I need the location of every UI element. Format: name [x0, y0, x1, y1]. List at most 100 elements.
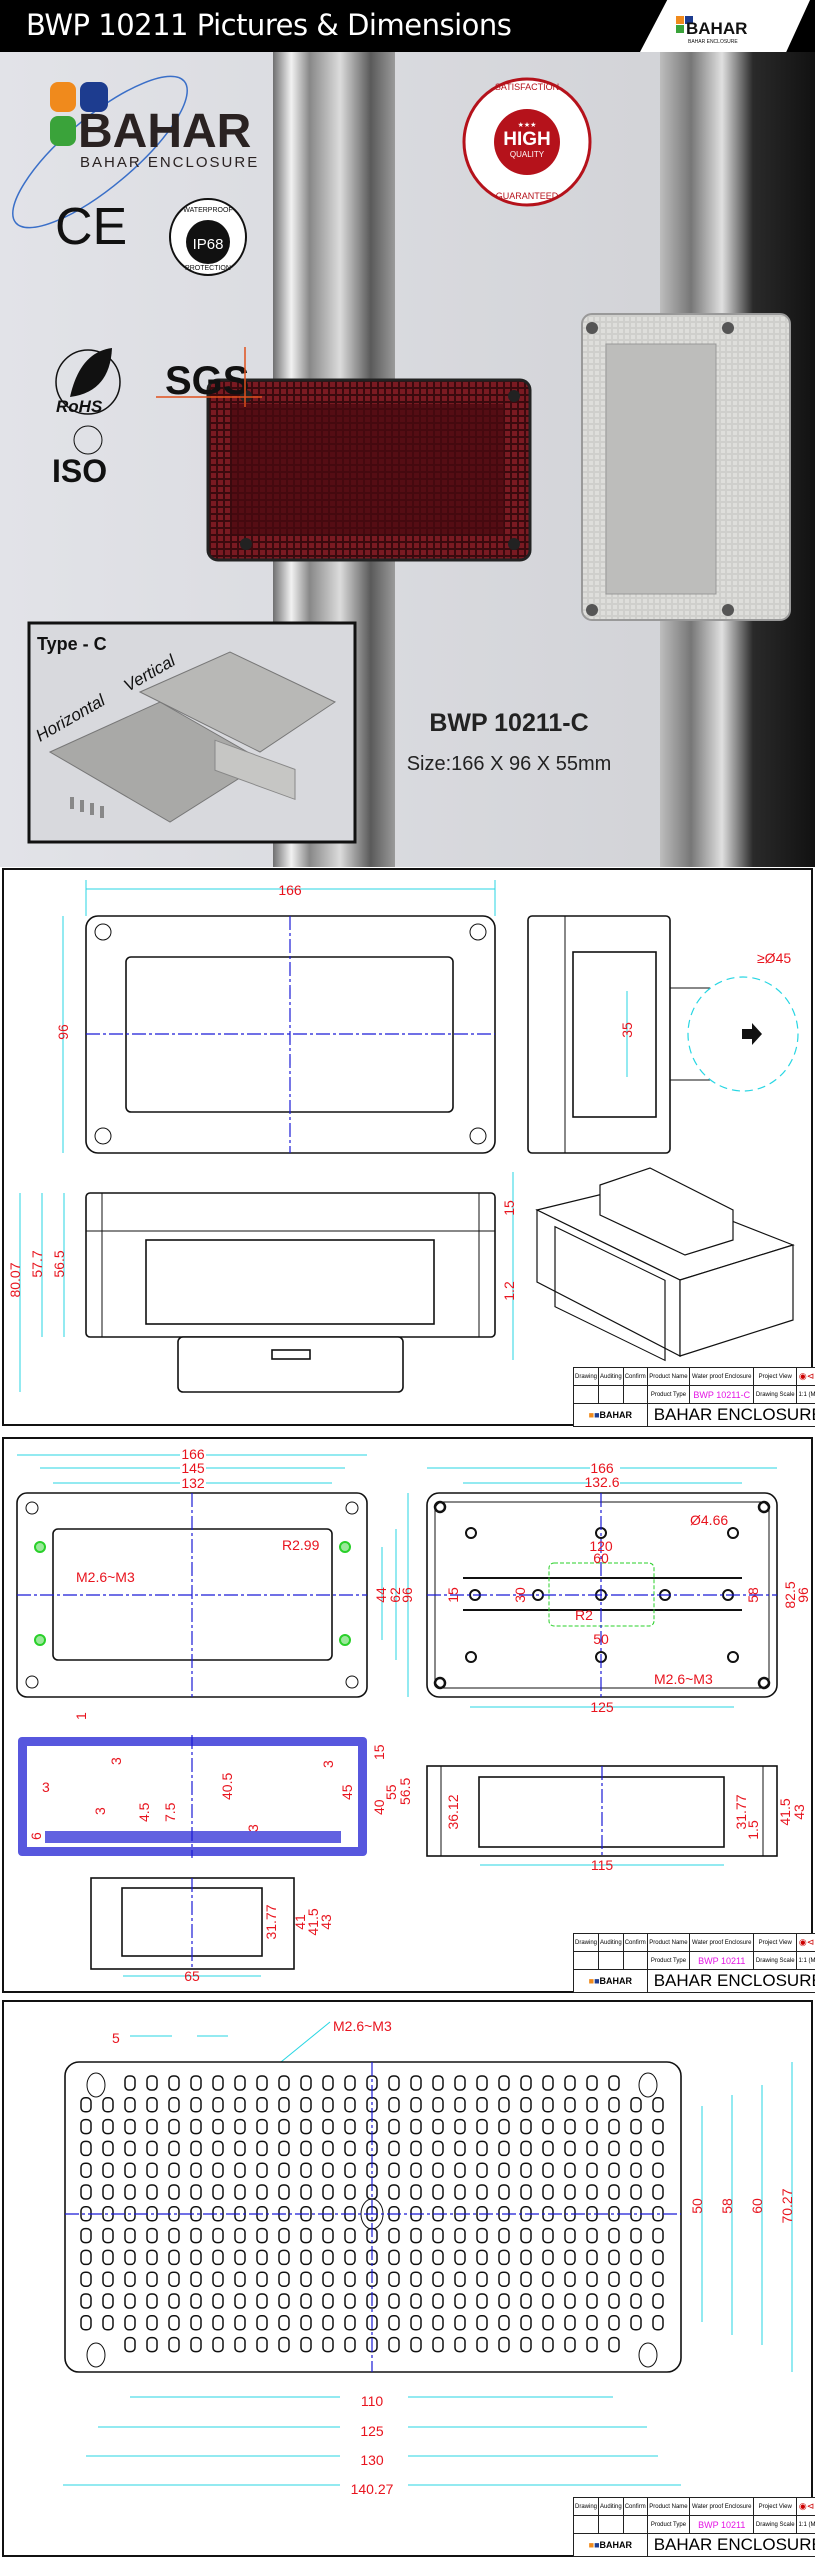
vent-hole: [432, 2097, 444, 2113]
vent-hole: [256, 2249, 268, 2266]
vent-hole: [454, 2315, 466, 2331]
tb-drawing: Drawing: [572, 2497, 600, 2516]
svg-text:RoHS: RoHS: [56, 397, 103, 416]
vent-hole: [608, 2140, 620, 2157]
vent-hole: [256, 2227, 268, 2244]
vent-hole: [300, 2293, 312, 2309]
vent-hole: [146, 2184, 158, 2200]
vent-hole-grid: [80, 2075, 664, 2353]
projection-symbol-icon: ◉⊲: [796, 2497, 815, 2516]
svg-text:41.5: 41.5: [777, 1798, 793, 1825]
vent-hole: [388, 2249, 400, 2266]
vent-hole: [80, 2162, 92, 2178]
vent-hole: [256, 2336, 268, 2353]
vent-hole: [608, 2315, 620, 2331]
front-view: 166 96: [55, 880, 496, 1154]
vent-hole: [124, 2184, 136, 2200]
vent-hole: [256, 2097, 268, 2113]
vent-hole: [410, 2271, 422, 2287]
vent-hole: [102, 2227, 114, 2244]
vent-hole: [344, 2140, 356, 2157]
vent-hole: [608, 2227, 620, 2244]
header-logo: BAHAR BAHAR ENCLOSURE: [640, 0, 810, 52]
vent-hole: [300, 2336, 312, 2353]
svg-text:44: 44: [373, 1587, 389, 1603]
vent-hole: [80, 2184, 92, 2200]
vent-hole: [234, 2336, 246, 2353]
arrow-right-icon: [742, 1023, 762, 1045]
vent-hole: [146, 2118, 158, 2135]
vent-hole: [168, 2249, 180, 2266]
vent-hole: [278, 2075, 290, 2091]
svg-text:62: 62: [387, 1587, 403, 1603]
vent-hole: [498, 2315, 510, 2331]
vent-hole: [498, 2227, 510, 2244]
vent-hole: [608, 2075, 620, 2091]
vent-hole: [256, 2293, 268, 2309]
vent-hole: [124, 2118, 136, 2135]
vent-hole: [168, 2097, 180, 2113]
svg-text:41: 41: [292, 1914, 308, 1930]
vent-hole: [432, 2118, 444, 2135]
vent-hole: [432, 2315, 444, 2331]
red-enclosure-image: [206, 378, 532, 562]
vent-hole: [652, 2293, 664, 2309]
vent-hole: [388, 2118, 400, 2135]
vent-hole: [520, 2140, 532, 2157]
vent-hole: [630, 2315, 642, 2331]
vent-hole: [542, 2140, 554, 2157]
side-view-2: 36.12 31.77 1.5 41.5 43 115: [426, 1765, 807, 1873]
vent-hole: [146, 2140, 158, 2157]
tb-product-name-label: Product Name: [646, 2497, 691, 2516]
vent-hole: [542, 2315, 554, 2331]
vent-hole: [322, 2271, 334, 2287]
vent-hole: [278, 2293, 290, 2309]
svg-text:41.5: 41.5: [305, 1908, 321, 1935]
vent-hole: [476, 2293, 488, 2309]
vent-hole: [300, 2162, 312, 2178]
vent-hole: [388, 2097, 400, 2113]
tb-confirm: Confirm: [622, 1367, 648, 1386]
tb-product-type: BWP 10211-C: [689, 1385, 755, 1404]
vent-hole: [542, 2227, 554, 2244]
vent-hole: [410, 2227, 422, 2244]
vent-hole: [564, 2118, 576, 2135]
vent-hole: [278, 2315, 290, 2331]
vent-hole: [410, 2315, 422, 2331]
svg-text:QUALITY: QUALITY: [510, 150, 545, 159]
vent-hole: [322, 2140, 334, 2157]
tb-drawing: Drawing: [572, 1367, 600, 1386]
vent-hole: [322, 2336, 334, 2353]
vent-hole: [542, 2336, 554, 2353]
vent-hole: [300, 2227, 312, 2244]
tb-product-name: Water proof Enclosure: [689, 1933, 755, 1952]
vent-hole: [168, 2227, 180, 2244]
vent-hole: [432, 2162, 444, 2178]
svg-text:6: 6: [28, 1832, 44, 1840]
vent-hole: [190, 2315, 202, 2331]
svg-text:125: 125: [360, 2423, 384, 2439]
vent-hole: [608, 2336, 620, 2353]
vent-hole: [190, 2249, 202, 2266]
tb-project-view: Project View: [753, 1933, 798, 1952]
vent-hole: [124, 2097, 136, 2113]
vent-hole: [146, 2293, 158, 2309]
vent-hole: [608, 2118, 620, 2135]
vent-hole: [80, 2293, 92, 2309]
ip68-badge-icon: WATERPROOF IP68 PROTECTION: [169, 198, 247, 276]
vent-hole: [498, 2097, 510, 2113]
ce-mark-icon: CE: [55, 198, 127, 256]
vent-hole: [80, 2140, 92, 2157]
svg-text:1: 1: [73, 1712, 89, 1720]
svg-text:BAHAR: BAHAR: [686, 19, 747, 38]
vent-hole: [388, 2293, 400, 2309]
vent-hole: [608, 2162, 620, 2178]
svg-text:80.07: 80.07: [7, 1262, 23, 1297]
vent-hole: [608, 2293, 620, 2309]
vent-hole: [80, 2249, 92, 2266]
vent-hole: [168, 2293, 180, 2309]
screw-spec-label: M2.6~M3: [333, 2018, 392, 2034]
section-view: 1 3 3 3 3 3 6 4.5 7.5 40.5 45 15 40 55 5…: [18, 1712, 413, 1858]
vent-hole: [80, 2271, 92, 2287]
vent-hole: [652, 2184, 664, 2200]
